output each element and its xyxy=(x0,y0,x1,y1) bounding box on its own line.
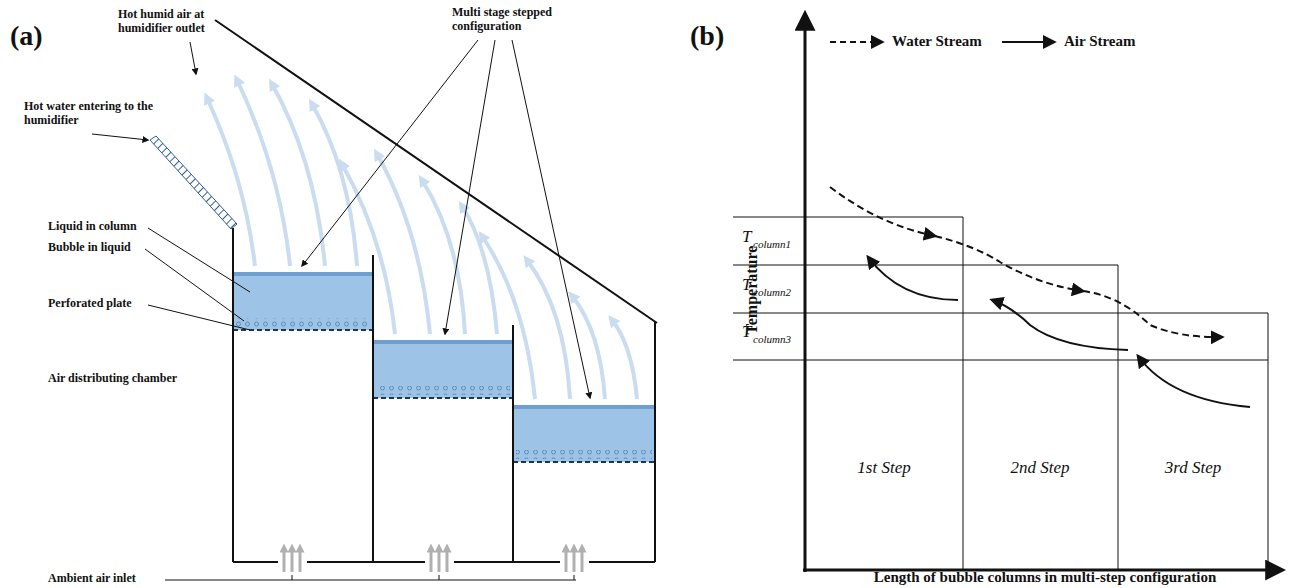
temperature-subscript: column3 xyxy=(753,333,791,346)
column-liquid xyxy=(513,405,655,462)
panel-letter: (b) xyxy=(690,20,724,52)
panel-letter: (a) xyxy=(10,20,43,52)
bubble-row xyxy=(236,318,370,327)
bubble-row xyxy=(376,386,510,395)
axis-title: Length of bubble columns in multi-step c… xyxy=(874,569,1217,586)
water-inlet xyxy=(150,136,237,229)
column-liquid xyxy=(373,340,513,398)
step-label: 1st Step xyxy=(857,458,910,478)
air-inlet-arrows xyxy=(284,548,582,572)
part-label: Perforated plate xyxy=(48,297,132,311)
temperature-subscript: column2 xyxy=(753,286,791,299)
bubble-row xyxy=(516,450,652,459)
leader-lines xyxy=(92,40,590,580)
part-label: Multi stage stepped configuration xyxy=(452,6,602,34)
temperature-symbol: T xyxy=(742,322,751,342)
humidifier-walls xyxy=(215,20,657,562)
temperature-symbol: T xyxy=(742,275,751,295)
humid-air-arrows xyxy=(207,80,637,399)
temperature-symbol: T xyxy=(742,227,751,247)
part-label: Hot humid air at humidifier outlet xyxy=(118,8,248,36)
part-label: Bubble in liquid xyxy=(48,241,131,255)
legend-label: Water Stream xyxy=(892,33,982,50)
part-label: Air distributing chamber xyxy=(48,372,177,386)
perforated-plate xyxy=(233,330,655,462)
step-label: 3rd Step xyxy=(1165,458,1222,478)
grid-lines xyxy=(733,217,1268,570)
water-legend-sample xyxy=(830,41,882,43)
part-label: Liquid in column xyxy=(48,220,137,234)
part-label: Hot water entering to the humidifier xyxy=(24,100,164,128)
temperature-plot xyxy=(733,14,1282,572)
temperature-subscript: column1 xyxy=(753,238,791,251)
axes xyxy=(803,14,1282,572)
water-stream-curve xyxy=(830,187,1222,337)
air-stream-curve xyxy=(868,257,1250,407)
air-legend-sample xyxy=(1002,41,1054,43)
part-label: Ambient air inlet xyxy=(48,572,136,586)
legend-label: Air Stream xyxy=(1064,33,1136,50)
step-label: 2nd Step xyxy=(1010,458,1069,478)
column-liquid xyxy=(233,272,373,330)
humidifier-drawing xyxy=(92,20,657,580)
